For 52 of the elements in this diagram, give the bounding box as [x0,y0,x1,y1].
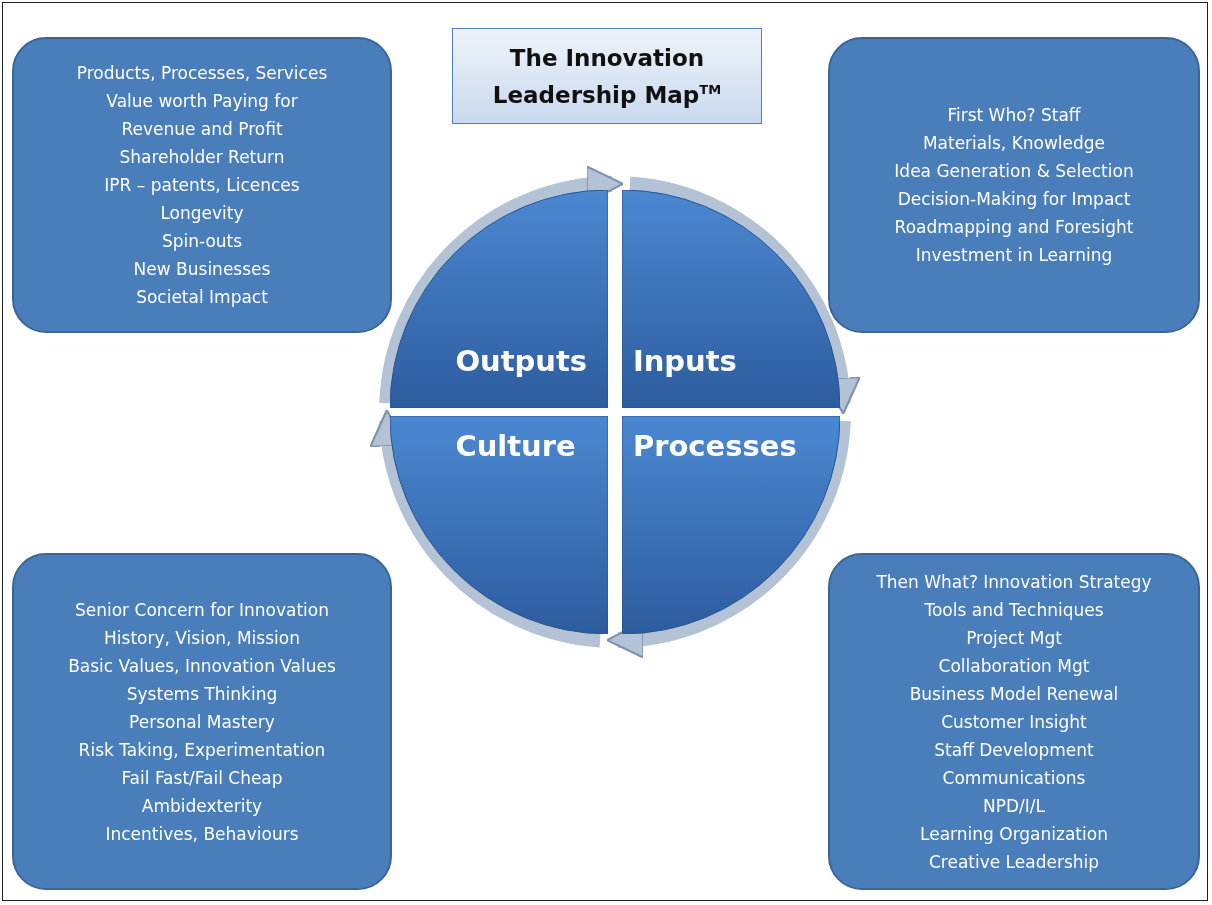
list-item-text: Investment in Learning [915,244,1113,267]
segment-label: Inputs [632,344,737,379]
list-item-text: Incentives, Behaviours [105,822,299,846]
list-item-text: Shareholder Return [119,146,285,169]
list-item-text: Senior Concern for Innovation [74,598,329,622]
info-panel [828,553,1200,890]
list-item-text: NPD/I/L [983,794,1045,818]
quadrant-segment [622,190,840,408]
list-item-text: Learning Organization [920,822,1108,846]
list-item-text: Creative Leadership [928,850,1100,874]
list-item-text: Idea Generation & Selection [894,160,1134,183]
info-panel [828,37,1200,333]
list-item-text: Value worth Paying for [106,90,298,113]
list-item-text: Basic Values, Innovation Values [68,654,336,678]
list-item-text: Then What? Innovation Strategy [876,570,1152,594]
list-item-text: Longevity [160,202,244,225]
cycle-arrow [606,420,851,658]
title-banner: The Innovation Leadership Map$^{TM}$ [452,28,762,124]
list-item-text: Business Model Renewal [909,682,1119,706]
list-item-text: New Businesses [133,258,271,281]
info-panel [12,553,392,890]
cycle-arrow [370,409,602,648]
cycle-arrow [628,176,860,415]
quadrant-segment [622,416,840,634]
list-item-text: Societal Impact [136,286,268,309]
list-item-text: Revenue and Profit [121,118,283,141]
segment-label: Outputs [455,344,588,379]
list-item-text: Tools and Techniques [924,598,1104,622]
list-item-text: Products, Processes, Services [76,62,328,85]
list-item-text: Customer Insight [941,710,1087,734]
list-item-text: Personal Mastery [129,710,275,734]
list-item-text: First Who? Staff [947,104,1081,127]
list-item-text: Project Mgt [966,626,1062,650]
quadrant-segment [390,416,608,634]
segment-label: Processes [632,428,797,463]
list-item-text: IPR – patents, Licences [104,174,300,197]
quadrant-segment [390,190,608,408]
list-item-text: Ambidexterity [141,794,263,818]
list-item-text: Risk Taking, Experimentation [78,738,326,762]
segment-label: Culture [455,428,576,463]
list-item-text: Spin-outs [161,230,243,253]
list-item-text: Roadmapping and Foresight [894,216,1134,239]
info-panel [12,37,392,333]
list-item-text: Decision-Making for Impact [897,188,1131,211]
list-item-text: Collaboration Mgt [938,654,1090,678]
list-item-text: Staff Development [934,738,1094,762]
list-item-text: Communications [942,766,1086,790]
list-item-text: Systems Thinking [126,682,278,706]
list-item-text: History, Vision, Mission [104,626,300,650]
list-item-text: Fail Fast/Fail Cheap [121,766,283,790]
list-item-text: Materials, Knowledge [922,132,1106,155]
cycle-arrow [379,166,624,404]
